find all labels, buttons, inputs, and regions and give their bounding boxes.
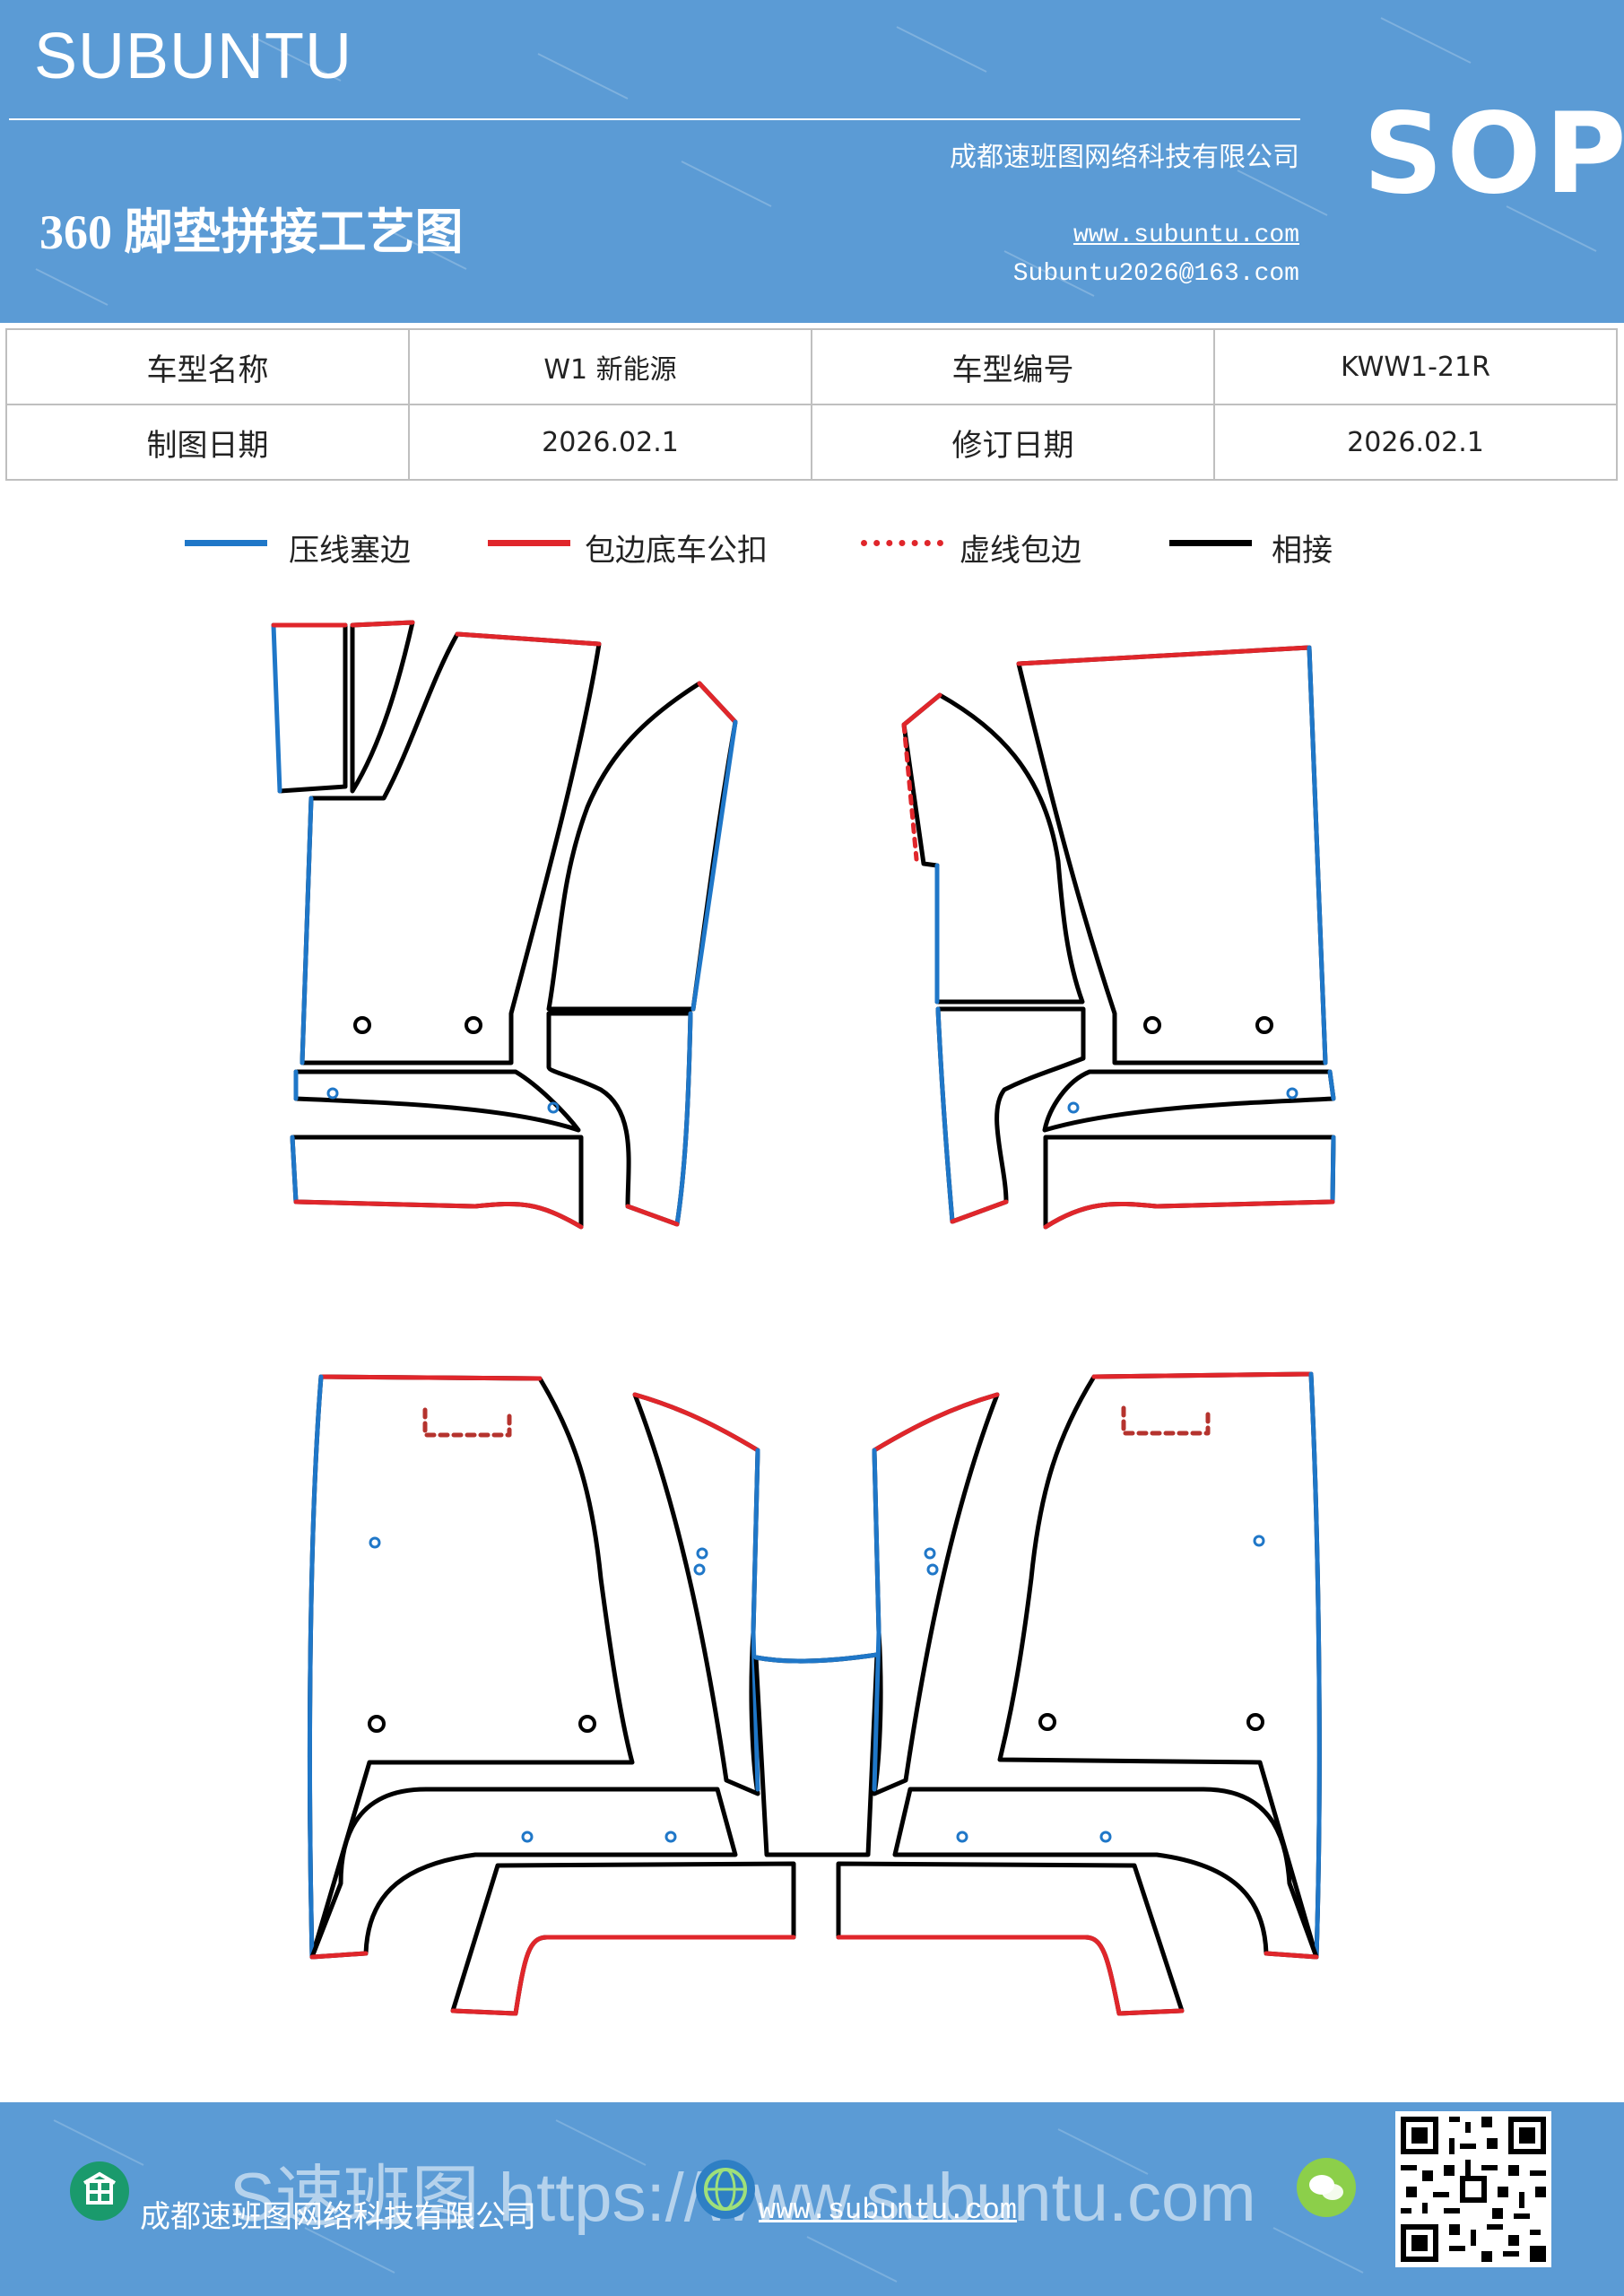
legend-label: 相接 xyxy=(1272,533,1333,569)
vehicle-info-table: 车型名称 W1 新能源 车型编号 KWW1-21R 制图日期 2026.02.1… xyxy=(5,328,1618,481)
footer-company-name: 成都速班图网络科技有限公司 xyxy=(140,2199,536,2235)
legend-swatch-red-dashed xyxy=(861,540,943,546)
legend-label: 压线塞边 xyxy=(289,533,411,569)
rear-left-mat xyxy=(307,1374,796,2016)
legend-swatch-black xyxy=(1169,540,1252,546)
table-cell-label: 车型编号 xyxy=(811,328,1215,405)
table-cell-value: 2026.02.1 xyxy=(408,404,812,481)
table-cell-value: KWW1-21R xyxy=(1213,328,1618,405)
legend-swatch-blue xyxy=(185,540,267,546)
website-link[interactable]: www.subuntu.com xyxy=(1073,222,1299,249)
wechat-icon xyxy=(1297,2158,1356,2217)
rear-right-mat xyxy=(836,1371,1322,2016)
table-row: 制图日期 2026.02.1 修订日期 2026.02.1 xyxy=(5,404,1618,481)
sop-badge: SOP xyxy=(1363,90,1624,219)
table-cell-value: 2026.02.1 xyxy=(1213,404,1618,481)
rear-center-hump xyxy=(753,1652,880,1857)
header-banner: SUBUNTU 360 脚垫拼接工艺图 成都速班图网络科技有限公司 www.su… xyxy=(0,0,1624,323)
front-left-mat xyxy=(271,620,738,1230)
floor-mat-diagram xyxy=(271,620,1336,2016)
footer-banner: S速班图 https://www.subuntu.com 成都速班图网络科技有限… xyxy=(0,2102,1624,2296)
legend: 压线塞边 包边底车公扣 虚线包边 相接 xyxy=(0,520,1624,574)
legend-label: 包边底车公扣 xyxy=(585,533,768,569)
table-cell-label: 制图日期 xyxy=(5,404,410,481)
legend-swatch-red xyxy=(488,540,570,546)
qr-code-icon xyxy=(1395,2111,1551,2267)
email-address: Subuntu2026@163.com xyxy=(1012,260,1299,288)
header-divider xyxy=(9,118,1300,120)
table-row: 车型名称 W1 新能源 车型编号 KWW1-21R xyxy=(5,328,1618,405)
table-cell-label: 修订日期 xyxy=(811,404,1215,481)
page-title: 360 脚垫拼接工艺图 xyxy=(39,205,464,259)
footer-website-link[interactable]: www.subuntu.com xyxy=(759,2194,1018,2227)
building-icon xyxy=(70,2161,129,2221)
globe-icon xyxy=(696,2160,755,2219)
table-cell-label: 车型名称 xyxy=(5,328,410,405)
front-right-mat xyxy=(901,645,1336,1230)
brand-logo-text: SUBUNTU xyxy=(34,21,353,92)
legend-label: 虚线包边 xyxy=(960,533,1081,569)
company-name: 成都速班图网络科技有限公司 xyxy=(950,142,1299,173)
table-cell-value: W1 新能源 xyxy=(408,328,812,405)
